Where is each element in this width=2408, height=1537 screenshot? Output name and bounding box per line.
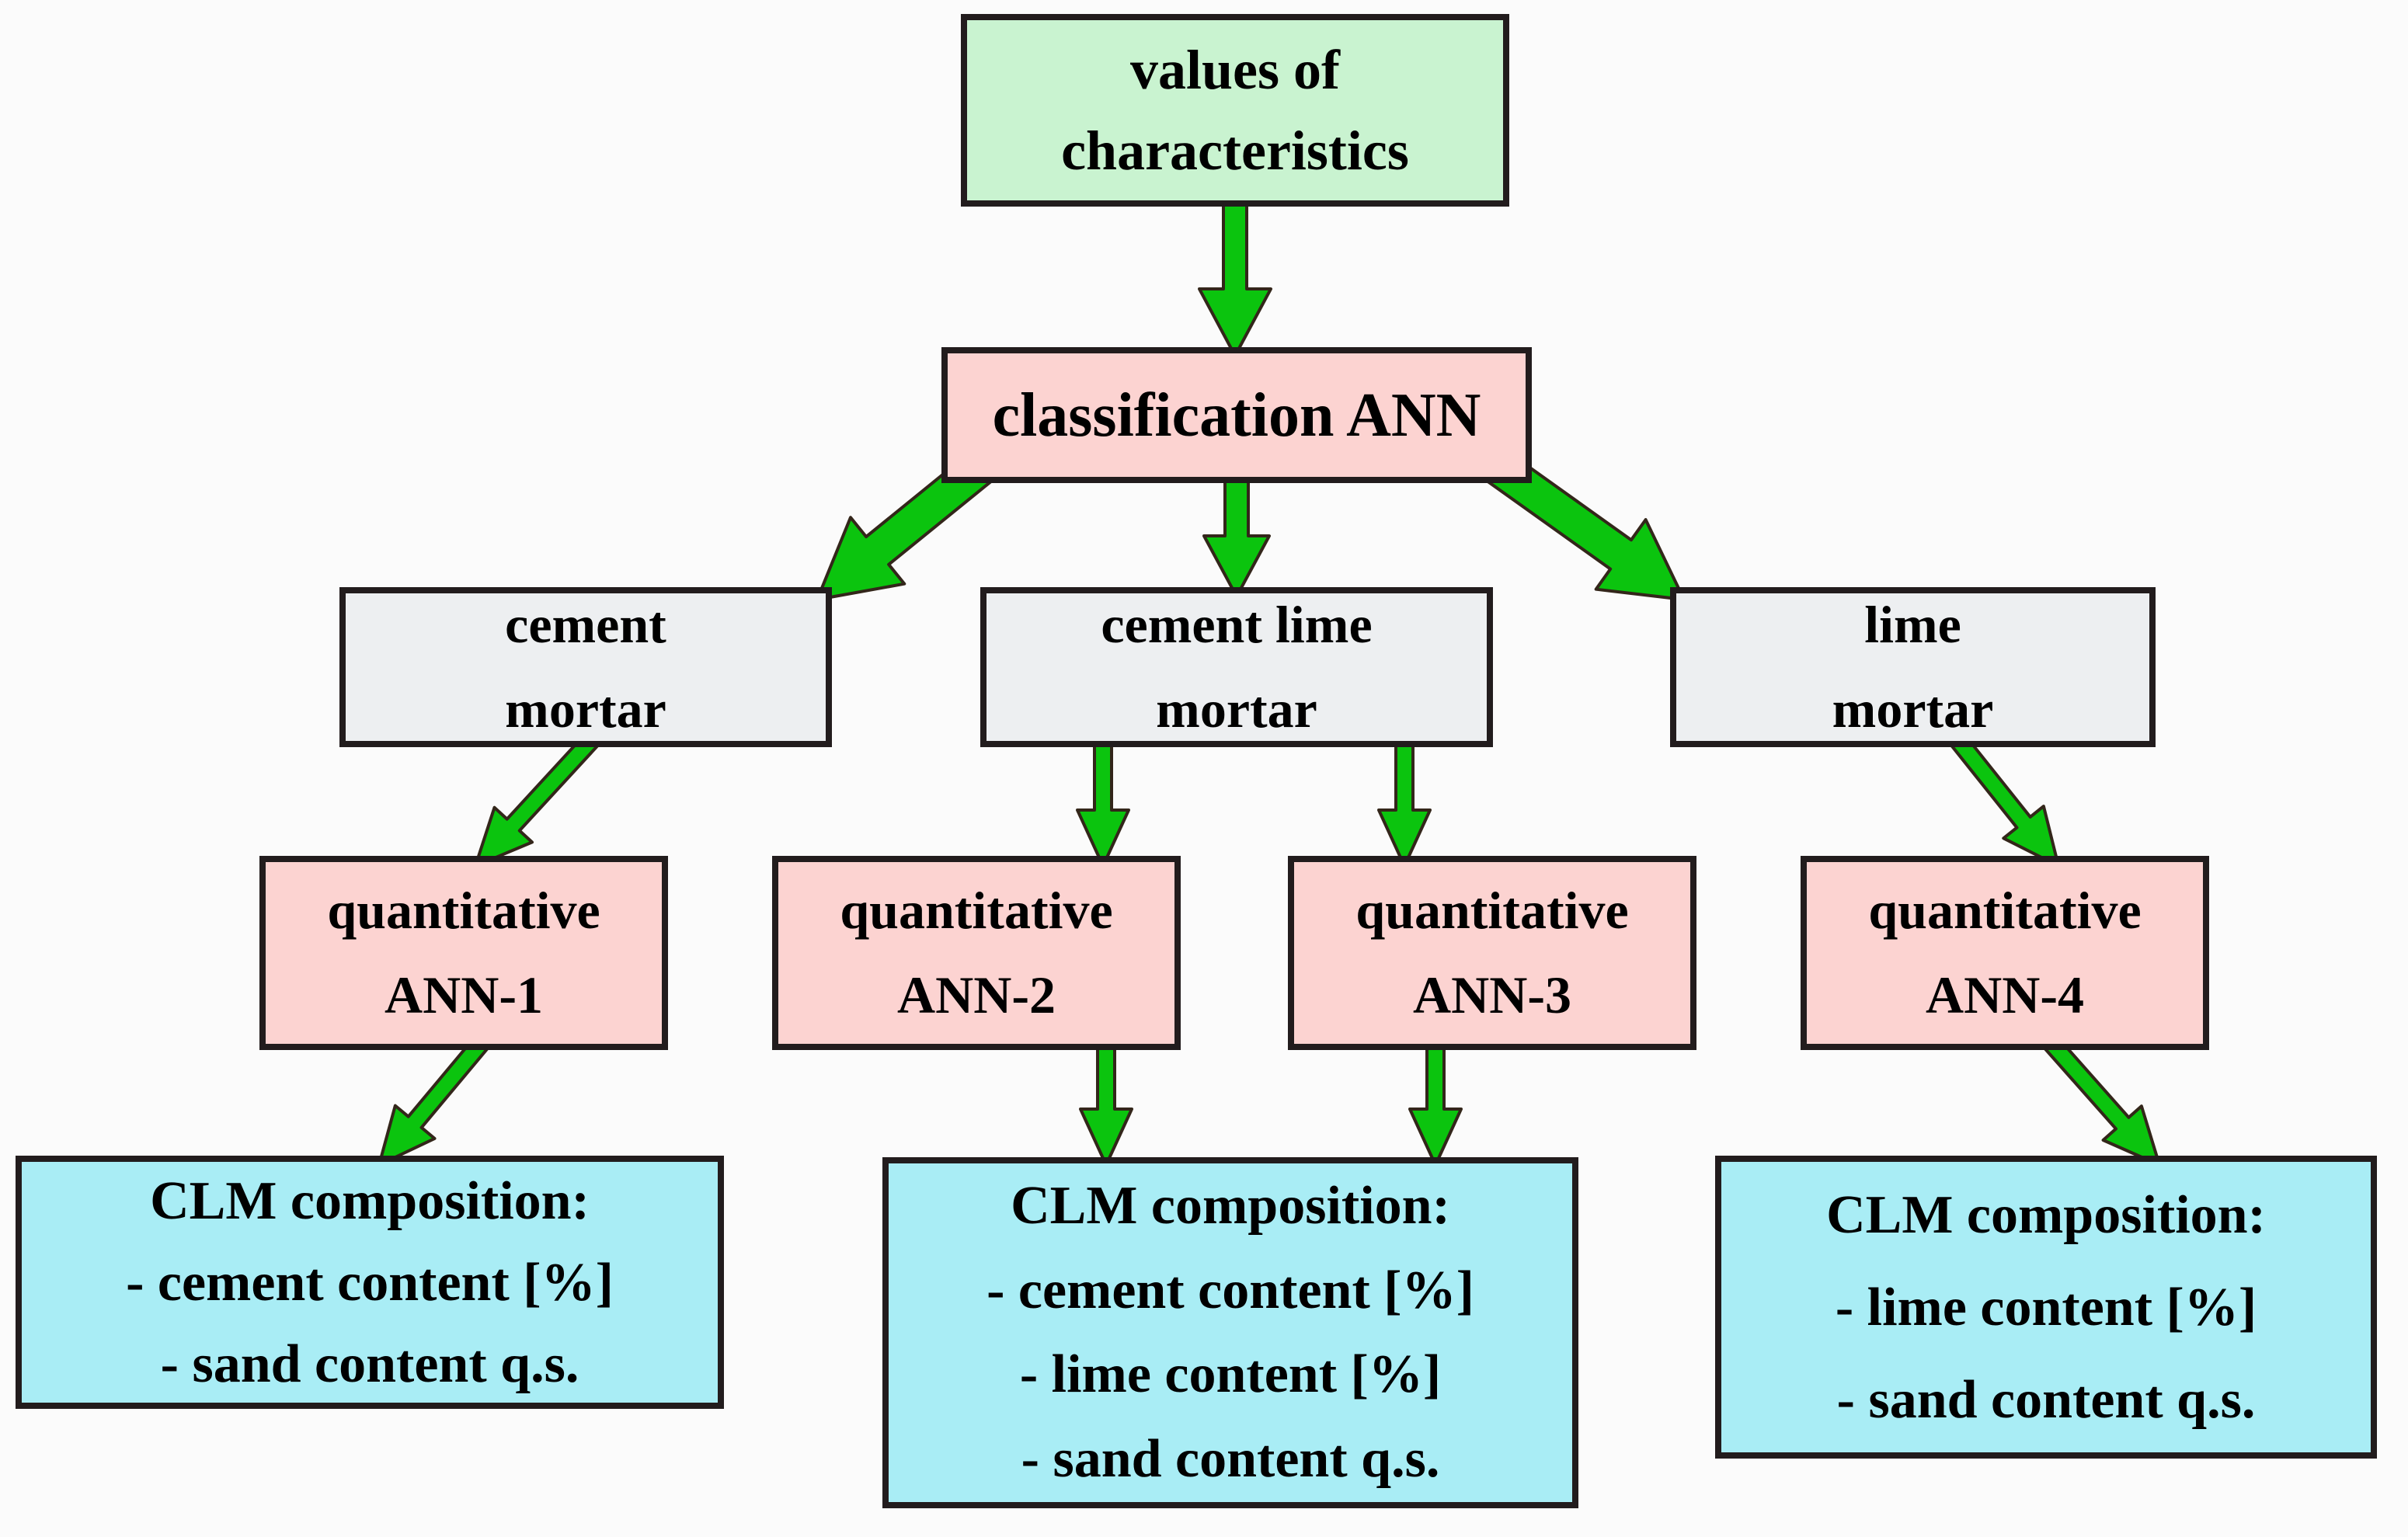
node-label-line: ANN-1 <box>385 965 543 1024</box>
node-label-line: cement lime <box>1101 595 1373 655</box>
arrow-values-to-classification <box>1198 194 1272 357</box>
arrow-cement-mortar-to-ann1 <box>474 732 600 868</box>
node-label-line: classification ANN <box>992 381 1481 450</box>
arrow-classification-to-cement-mortar <box>816 447 1000 601</box>
arrow-ann3-to-clm2 <box>1408 1041 1463 1167</box>
node-lime-mortar: lime mortar <box>1670 587 2156 747</box>
node-label-line: mortar <box>1832 680 1994 739</box>
arrow-ann1-to-clm1 <box>378 1035 490 1167</box>
node-label-line: mortar <box>505 680 666 739</box>
node-values-of-characteristics: values of characteristics <box>961 14 1509 207</box>
node-label-line: mortar <box>1156 680 1317 739</box>
node-classification-ann: classification ANN <box>941 347 1532 483</box>
node-quantitative-ann-4: quantitative ANN-4 <box>1801 856 2209 1050</box>
node-label-line: - lime content [%] <box>1835 1277 2257 1337</box>
node-label-line: - lime content [%] <box>1019 1344 1442 1404</box>
node-label-line: lime <box>1864 595 1961 655</box>
node-label-line: ANN-3 <box>1413 965 1571 1024</box>
node-label-line: - sand content q.s. <box>1021 1428 1440 1489</box>
node-label-line: quantitative <box>1868 881 2142 941</box>
node-quantitative-ann-2: quantitative ANN-2 <box>772 856 1181 1050</box>
node-cement-mortar: cement mortar <box>339 587 832 747</box>
node-quantitative-ann-3: quantitative ANN-3 <box>1288 856 1696 1050</box>
arrow-cement-lime-mortar-to-ann2 <box>1076 738 1130 868</box>
node-label-line: ANN-2 <box>897 965 1056 1024</box>
node-cement-lime-mortar: cement lime mortar <box>980 587 1493 747</box>
arrow-ann4-to-clm3 <box>2042 1035 2161 1167</box>
node-label-line: ANN-4 <box>1926 965 2084 1024</box>
node-quantitative-ann-1: quantitative ANN-1 <box>259 856 668 1050</box>
node-label-line: cement <box>505 595 666 655</box>
node-clm-composition-3: CLM composition: - lime content [%] - sa… <box>1715 1156 2377 1459</box>
arrow-ann2-to-clm2 <box>1079 1041 1133 1167</box>
node-label-line: quantitative <box>327 881 600 941</box>
node-label-line: CLM composition: <box>1011 1176 1450 1236</box>
node-label-line: - sand content q.s. <box>1836 1369 2256 1430</box>
node-label-line: - sand content q.s. <box>160 1334 579 1394</box>
node-clm-composition-1: CLM composition: - cement content [%] - … <box>16 1156 724 1409</box>
node-label-line: CLM composition: <box>1826 1184 2266 1245</box>
node-label-line: - cement content [%] <box>987 1260 1474 1320</box>
node-label-line: characteristics <box>1061 120 1409 182</box>
arrow-cement-lime-mortar-to-ann3 <box>1377 738 1432 868</box>
arrow-classification-to-cement-lime-mortar <box>1202 472 1271 598</box>
node-label-line: - cement content [%] <box>126 1252 614 1313</box>
node-label-line: values of <box>1130 38 1340 101</box>
node-label-line: quantitative <box>1355 881 1629 941</box>
node-clm-composition-2: CLM composition: - cement content [%] - … <box>882 1157 1578 1508</box>
arrow-lime-mortar-to-ann4 <box>1949 732 2060 868</box>
node-label-line: CLM composition: <box>150 1170 590 1231</box>
node-label-line: quantitative <box>840 881 1113 941</box>
